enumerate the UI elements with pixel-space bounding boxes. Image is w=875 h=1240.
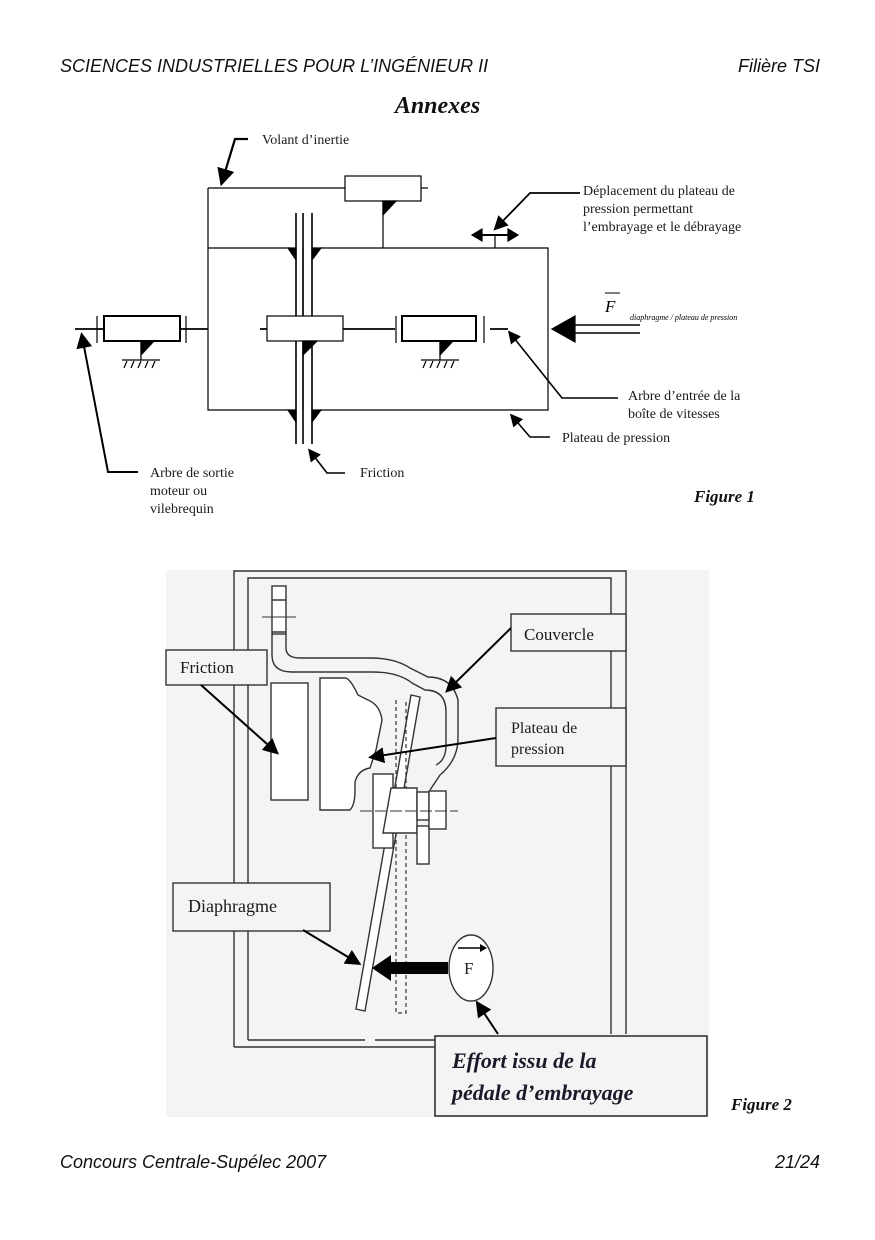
- friction-disc-2: [270, 682, 309, 801]
- label-force-subscript: diaphragme / plateau de pression: [630, 313, 737, 322]
- label-arbre-sortie-1: Arbre de sortie: [150, 466, 234, 481]
- label-deplacement-1: Déplacement du plateau de: [583, 184, 735, 199]
- label-deplacement-2: pression permettant: [583, 202, 693, 217]
- figure-1-kinematic-diagram: Volant d’inertie Déplacement du plateau …: [75, 133, 755, 517]
- diaphragm: [355, 694, 421, 1012]
- label-force-symbol-2: F: [464, 959, 473, 978]
- figure-2-caption: Figure 2: [730, 1095, 792, 1114]
- label-arbre-entree-1: Arbre d’entrée de la: [628, 389, 741, 404]
- label-plateau-2: pression: [511, 741, 564, 758]
- label-effort-2: pédale d’embrayage: [450, 1080, 634, 1105]
- force-arrow-2: [372, 955, 448, 981]
- callout-box-diaphragme: [172, 882, 331, 932]
- figure-2-background: [166, 570, 709, 1117]
- label-arbre-entree-2: boîte de vitesses: [628, 407, 720, 422]
- label-arbre-sortie-3: vilebrequin: [150, 502, 214, 517]
- left-bearing: [103, 315, 181, 342]
- header-course-title: SCIENCES INDUSTRIELLES POUR L’INGÉNIEUR …: [60, 56, 489, 76]
- top-bearing: [344, 175, 422, 202]
- label-deplacement-3: l’embrayage et le débrayage: [583, 220, 741, 235]
- pressure-plate: [319, 677, 383, 811]
- label-friction-2: Friction: [180, 658, 234, 677]
- callout-box-plateau: [495, 707, 627, 767]
- figure-1-caption: Figure 1: [693, 487, 755, 506]
- housing-inner: [247, 577, 612, 1041]
- label-force-symbol: F: [604, 297, 616, 316]
- housing-outer: [233, 570, 627, 1047]
- header-track: Filière TSI: [737, 56, 820, 76]
- callout-box-couvercle: [510, 613, 627, 652]
- label-couvercle: Couvercle: [524, 625, 594, 644]
- section-title: Annexes: [394, 93, 481, 119]
- label-effort-1: Effort issu de la: [451, 1048, 596, 1073]
- diaphragm-rest-position: [395, 700, 407, 1014]
- label-arbre-sortie-2: moteur ou: [150, 484, 207, 499]
- label-plateau-pression: Plateau de pression: [562, 431, 670, 446]
- label-friction: Friction: [360, 466, 404, 481]
- label-plateau-1: Plateau de: [511, 720, 577, 737]
- force-ellipse: [448, 934, 494, 1002]
- center-bearing: [266, 315, 344, 342]
- force-arrow: [572, 324, 640, 334]
- callout-box-effort: [434, 1035, 708, 1117]
- callout-box-friction: [165, 649, 268, 686]
- label-diaphragme: Diaphragme: [188, 896, 277, 916]
- right-bearing: [401, 315, 477, 342]
- footer-contest: Concours Centrale-Supélec 2007: [60, 1152, 327, 1172]
- label-volant-inertie: Volant d’inertie: [262, 133, 349, 148]
- footer-page-number: 21/24: [774, 1152, 820, 1172]
